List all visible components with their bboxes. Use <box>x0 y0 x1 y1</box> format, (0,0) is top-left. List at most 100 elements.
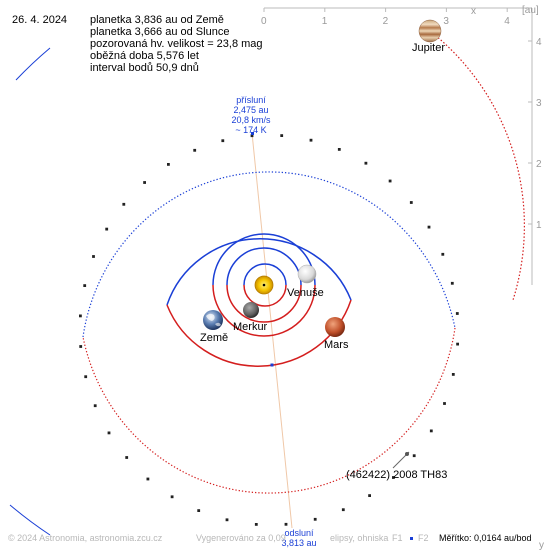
asteroid-orbit-point <box>107 431 111 435</box>
info-line-interval: interval bodů 50,9 dnů <box>90 62 199 74</box>
mercury-orbit-north <box>243 263 287 286</box>
aphelion-annotation: odsluní 3,813 au <box>276 528 322 548</box>
asteroid-orbit-point <box>429 429 433 433</box>
asteroid-orbit-point <box>197 509 201 512</box>
apsis-line <box>251 132 293 529</box>
aphelion-title: odsluní <box>284 528 314 538</box>
earth-orbit-south <box>212 284 316 337</box>
asteroid-orbit-point <box>167 163 170 166</box>
asteroid-orbit-point <box>341 508 345 512</box>
asteroid-orbit-point <box>441 252 445 256</box>
info-panel: planetka 3,836 au od Země planetka 3,666… <box>90 14 263 74</box>
info-line-distance-earth: planetka 3,836 au od Země <box>90 14 224 26</box>
asteroid-orbit-point <box>122 202 126 206</box>
jupiter-label: Jupiter <box>412 42 445 54</box>
jupiter <box>418 19 442 43</box>
ellipse-note: elipsy, ohniska <box>330 533 389 543</box>
asteroid-label: (462422) 2008 TH83 <box>346 469 447 481</box>
asteroid-orbit-point <box>412 454 416 458</box>
earth-label: Země <box>200 332 228 344</box>
info-line-magnitude: pozorovaná hv. velikost = 23,8 mag <box>90 38 263 50</box>
mars-orbit-north <box>166 238 352 306</box>
mercury-label: Merkur <box>233 321 268 333</box>
jupiter-orbit <box>429 30 525 301</box>
mercury-orbit-south <box>243 284 287 307</box>
asteroid-orbit-point <box>309 138 313 142</box>
date-label: 26. 4. 2024 <box>12 14 68 26</box>
x-axis-tick-label: 4 <box>504 16 510 27</box>
info-line-distance-sun: planetka 3,666 au od Slunce <box>90 26 230 38</box>
asteroid-orbit-point <box>92 255 95 258</box>
asteroid-orbit-point <box>443 402 446 405</box>
copyright-text: © 2024 Astronomia, astronomia.zcu.cz <box>8 533 163 543</box>
scale-text: Měřítko: 0,0164 au/bod <box>439 533 532 543</box>
perihelion-distance: 2,475 au <box>233 105 269 115</box>
asteroid-orbit-north <box>82 171 456 338</box>
asteroid-orbit-point <box>456 342 459 346</box>
asteroid-orbit-point <box>364 161 368 165</box>
mars <box>325 317 345 337</box>
mercury <box>243 302 259 318</box>
asteroid-orbit-point <box>254 523 258 526</box>
asteroid-orbit-point <box>284 522 288 526</box>
asteroid-orbit-point <box>221 139 225 143</box>
asteroid-orbit-point <box>93 404 97 408</box>
asteroid-orbit-point <box>79 314 82 318</box>
venus <box>297 264 317 284</box>
x-axis-tick-label: 3 <box>443 16 449 27</box>
asteroid-orbit-point <box>225 518 229 522</box>
venus-orbit-north <box>226 247 302 286</box>
asteroid-orbit-point <box>450 281 454 285</box>
venus-label: Venuše <box>287 287 324 299</box>
asteroid-orbit-point <box>313 517 317 521</box>
asteroid-orbit-point <box>146 477 150 481</box>
y-axis-label: y <box>539 540 544 550</box>
venus-orbit-south <box>226 284 302 323</box>
asteroid-orbit-point <box>143 181 146 184</box>
legend-f2: F2 <box>418 533 429 543</box>
legend-f1: F1 <box>392 533 403 543</box>
asteroid-orbit-point <box>388 179 392 183</box>
asteroid-orbit-point <box>125 456 129 459</box>
asteroid-orbit-point <box>409 201 413 204</box>
y-axis-tick-label: 1 <box>536 220 542 231</box>
asteroid-position-points <box>79 134 459 526</box>
asteroid-orbit-point <box>455 312 459 315</box>
y-axis-tick-label: 3 <box>536 98 542 109</box>
x-axis-tick-label: 2 <box>383 16 389 27</box>
perihelion-speed: 20,8 km/s <box>231 115 271 125</box>
focus-f2-marker <box>270 363 274 367</box>
aphelion-distance: 3,813 au <box>281 538 317 548</box>
asteroid-orbit-point <box>83 284 87 287</box>
jupiter-orbit-upper <box>15 47 51 81</box>
asteroid-orbit-point <box>280 134 284 137</box>
earth <box>203 310 223 330</box>
sun-center <box>262 283 266 287</box>
generated-text: Vygenerováno za 0,09 <box>196 533 286 543</box>
asteroid-orbit-point <box>427 225 431 229</box>
x-axis-ticks: 012345 <box>261 8 510 27</box>
asteroid-orbit-point <box>368 494 371 497</box>
x-axis-tick-label: 1 <box>322 16 328 27</box>
x-axis-tick-label: 0 <box>261 16 267 27</box>
x-axis-label: x <box>471 6 476 17</box>
jupiter-orbit-lower <box>9 504 51 536</box>
mars-label: Mars <box>324 339 349 351</box>
asteroid-orbit-point <box>105 227 109 231</box>
perihelion-title: přísluní <box>236 95 266 105</box>
asteroid-orbit-point <box>250 134 254 138</box>
y-axis-tick-label: 2 <box>536 159 542 170</box>
asteroid-orbit-point <box>337 148 341 151</box>
asteroid-orbit-point <box>193 148 197 152</box>
earth-orbit-north <box>212 233 316 286</box>
perihelion-annotation: přísluní 2,475 au 20,8 km/s ~ 174 K <box>226 95 276 135</box>
legend-f2-marker <box>410 537 413 540</box>
asteroid-marker <box>392 451 410 469</box>
asteroid-orbit-point <box>451 373 455 376</box>
info-line-period: oběžná doba 5,576 let <box>90 50 199 62</box>
asteroid-orbit-point <box>79 345 83 348</box>
